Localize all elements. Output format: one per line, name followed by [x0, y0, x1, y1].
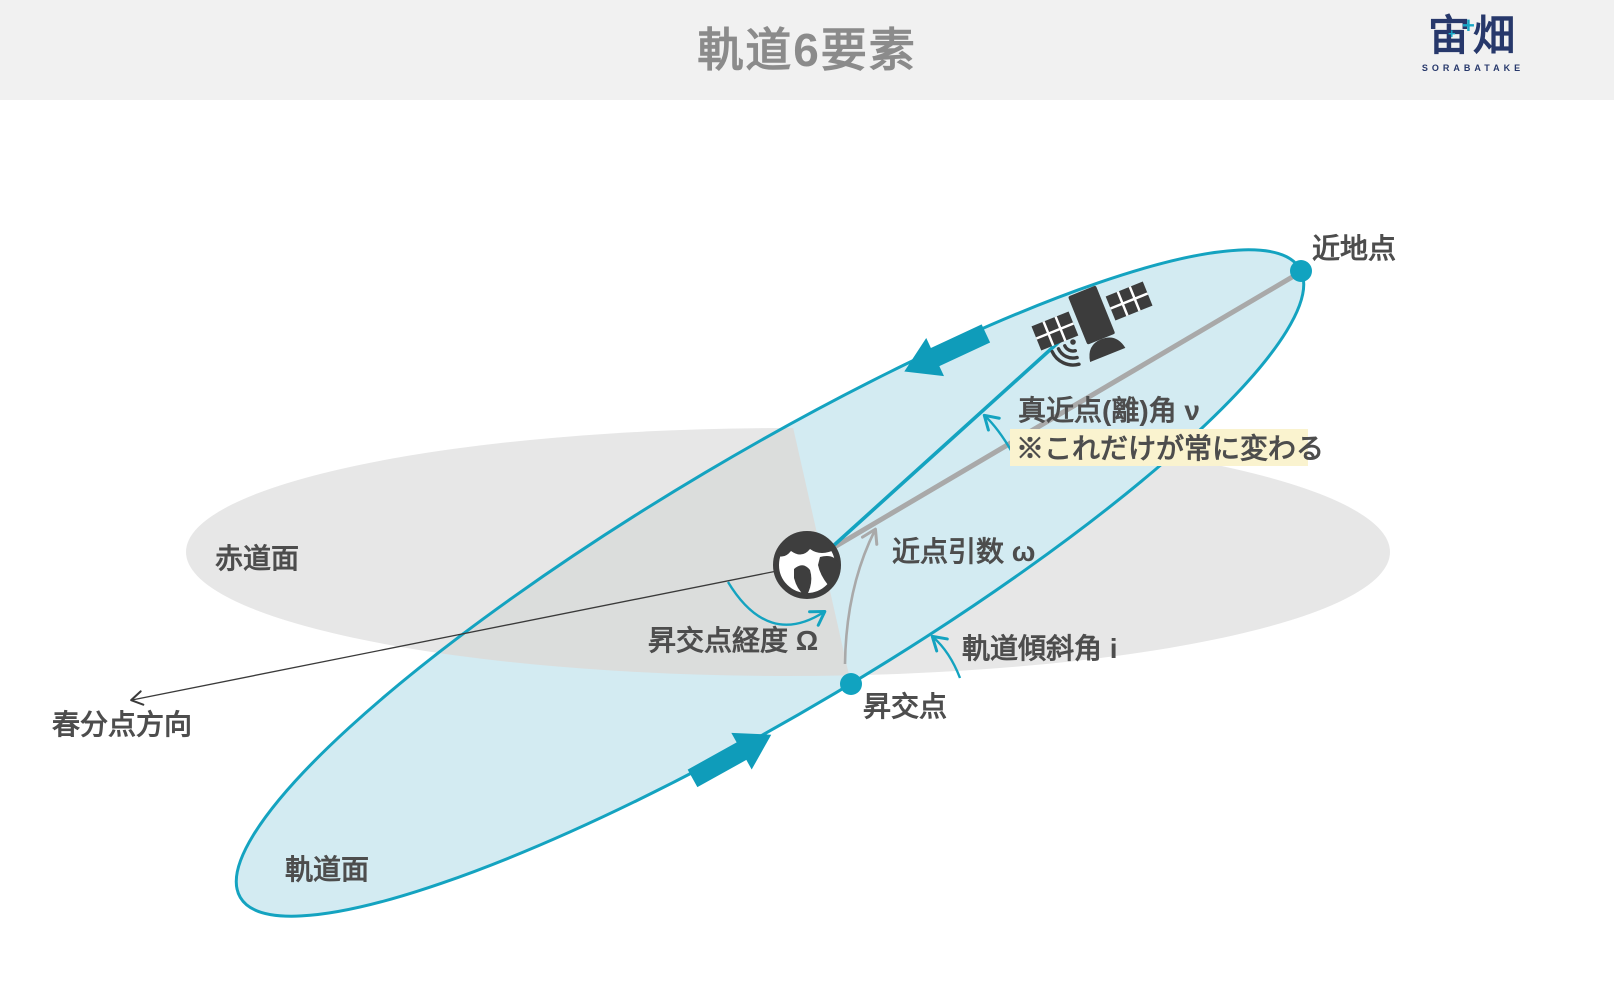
ascending-node-label: 昇交点 — [863, 690, 947, 722]
logo-subtext: SORABATAKE — [1421, 63, 1525, 73]
perigee-label: 近地点 — [1312, 233, 1396, 264]
logo-text: 宙畑 — [1427, 12, 1518, 59]
orbit-direction-arrow-top — [904, 324, 991, 377]
true-anomaly-label: 真近点(離)角 ν — [1018, 394, 1200, 426]
header-bar: 軌道6要素 宙畑 + + SORABATAKE — [0, 0, 1614, 100]
argument-of-perigee-arc — [843, 527, 879, 665]
equatorial-plane-label: 赤道面 — [215, 542, 299, 574]
signal-waves-icon — [1050, 339, 1081, 367]
earth-icon — [773, 531, 841, 599]
page-title: 軌道6要素 — [697, 24, 917, 76]
sorabatake-logo: 宙畑 + + SORABATAKE — [1398, 12, 1548, 73]
note-highlight — [1010, 429, 1308, 466]
perigee-dot — [1290, 260, 1312, 282]
orbit-direction-arrow-bottom — [687, 732, 772, 788]
orbital-plane-label: 軌道面 — [285, 853, 369, 885]
apsides-line — [807, 270, 1301, 565]
sparkle-icon: + — [1448, 26, 1459, 41]
sparkle-icon: + — [1462, 13, 1478, 38]
vernal-equinox-label: 春分点方向 — [52, 708, 192, 740]
raan-label: 昇交点経度 Ω — [648, 624, 818, 656]
true-anomaly-arc — [982, 413, 1014, 453]
satellite-icon — [1031, 281, 1153, 367]
logo-wordmark: 宙畑 + + — [1398, 12, 1548, 60]
raan-angle-arc — [726, 581, 827, 627]
true-anomaly-note: ※これだけが常に変わる — [1016, 432, 1324, 464]
satellite-radius-line — [809, 328, 1074, 568]
argument-of-perigee-label: 近点引数 ω — [892, 536, 1035, 567]
inclination-angle-arc — [930, 634, 962, 679]
ascending-node-dot — [840, 673, 862, 695]
vernal-equinox-line — [130, 564, 808, 706]
inclination-label: 軌道傾斜角 i — [962, 632, 1118, 664]
